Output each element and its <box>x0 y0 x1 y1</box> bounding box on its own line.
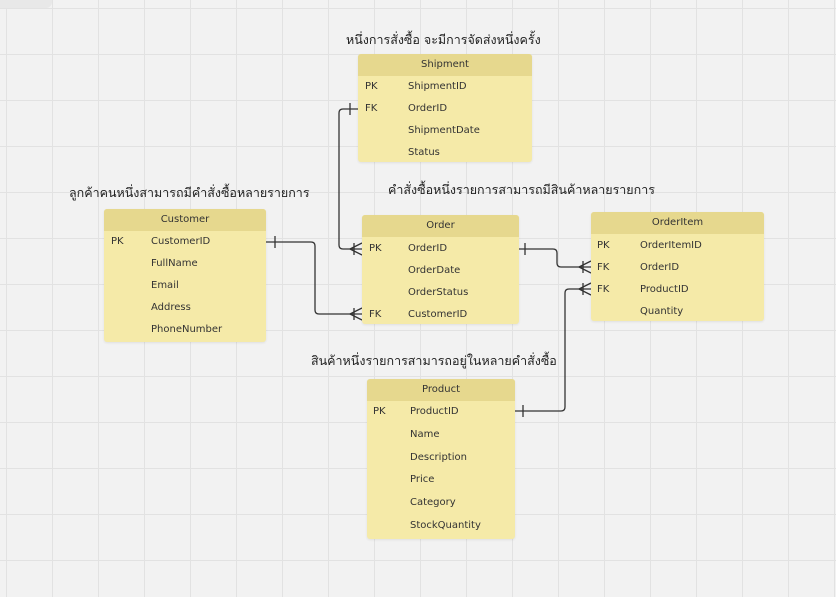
caption-order-note: คำสั่งซื้อหนึ่งรายการสามารถมีสินค้าหลายร… <box>388 182 655 197</box>
attribute-name[interactable]: ProductID <box>410 406 459 417</box>
attribute-key-badge: FK <box>597 262 610 273</box>
attribute-name[interactable]: ProductID <box>640 284 689 295</box>
attribute-key-badge: FK <box>597 284 610 295</box>
caption-customer-note: ลูกค้าคนหนึ่งสามารถมีคำสั่งซื้อหลายรายกา… <box>69 185 310 200</box>
canvas-corner-chip <box>0 0 52 8</box>
attribute-key-badge: PK <box>373 406 386 417</box>
attribute-name[interactable]: Status <box>408 147 440 158</box>
entity-customer-title: Customer <box>104 209 266 231</box>
attribute-name[interactable]: OrderStatus <box>408 287 469 298</box>
crowfoot-order-shipment-a <box>349 242 363 250</box>
attribute-key-badge: FK <box>365 103 378 114</box>
attribute-name[interactable]: StockQuantity <box>410 520 481 531</box>
caption-product-note: สินค้าหนึ่งรายการสามารถอยู่ในหลายคำสั่งซ… <box>311 353 557 368</box>
connector-product-orderitem <box>515 288 591 412</box>
crowfoot-customer-order-b <box>349 313 363 321</box>
attribute-name[interactable]: ShipmentDate <box>408 125 480 136</box>
entity-shipment-title: Shipment <box>358 54 532 76</box>
attribute-key-badge: PK <box>365 81 378 92</box>
crowfoot-order-shipment-b <box>349 248 363 256</box>
attribute-key-badge: PK <box>597 240 610 251</box>
attribute-name[interactable]: OrderID <box>640 262 680 273</box>
attribute-name[interactable]: Quantity <box>640 306 684 317</box>
attribute-name[interactable]: OrderID <box>408 243 448 254</box>
entity-shipment[interactable]: Shipment PK ShipmentID FK OrderID ShipmentDa… <box>358 54 532 162</box>
crowfoot-customer-order-a <box>349 307 363 315</box>
connector-order-orderitem <box>519 248 591 268</box>
attribute-name[interactable]: Email <box>151 280 179 291</box>
entity-order-title: Order <box>362 215 519 237</box>
attribute-name[interactable]: OrderDate <box>408 265 461 276</box>
attribute-name[interactable]: CustomerID <box>408 309 468 320</box>
attribute-name[interactable]: Description <box>410 451 467 463</box>
attribute-name[interactable]: ShipmentID <box>408 81 467 92</box>
entity-orderitem-title: OrderItem <box>591 212 764 234</box>
attribute-key-badge: PK <box>369 243 382 254</box>
crowfoot-product-orderitem-a <box>578 282 592 290</box>
connector-customer-order <box>266 241 362 315</box>
attribute-name[interactable]: Price <box>410 474 435 486</box>
attribute-key-badge: FK <box>369 309 382 320</box>
crowfoot-order-orderitem-a <box>578 260 592 268</box>
attribute-name[interactable]: Category <box>410 497 456 509</box>
crowfoot-product-orderitem-b <box>578 288 592 296</box>
caption-shipment-note: หนึ่งการสั่งซื้อ จะมีการจัดส่งหนึ่งครั้ง <box>346 32 541 47</box>
attribute-name[interactable]: OrderItemID <box>640 240 702 251</box>
attribute-name[interactable]: Address <box>151 302 191 313</box>
attribute-key-badge: PK <box>111 236 124 247</box>
attribute-name[interactable]: OrderID <box>408 103 448 114</box>
attribute-name[interactable]: CustomerID <box>151 236 211 247</box>
crowfoot-order-orderitem-b <box>578 266 592 274</box>
attribute-name[interactable]: Name <box>410 428 440 440</box>
entity-orderitem[interactable]: OrderItem PK OrderItemID FK OrderID FK Produc… <box>591 212 764 321</box>
entity-product-title: Product <box>367 379 515 401</box>
attribute-name[interactable]: PhoneNumber <box>151 324 223 335</box>
attribute-name[interactable]: FullName <box>151 258 198 269</box>
